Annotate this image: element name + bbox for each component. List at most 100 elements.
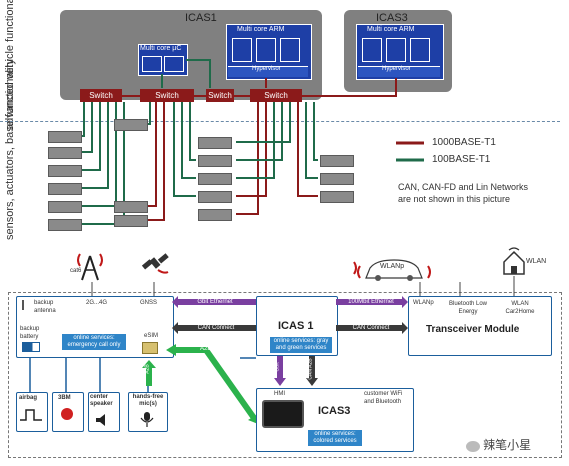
- legend-1000base: 1000BASE-T1: [432, 137, 496, 148]
- multicore-uc-label: Multi core µC: [140, 45, 182, 52]
- hmi-label: HMI: [274, 391, 285, 397]
- ecu-box: [320, 173, 354, 185]
- backup-antenna-icon: [22, 300, 32, 310]
- mbit-label: 100Mbit Ethernet: [348, 299, 394, 305]
- house-wifi-icon: [503, 247, 525, 275]
- hypervisor-icas1: [228, 66, 308, 77]
- mic-box: [128, 392, 168, 432]
- icas3-title: ICAS3: [376, 12, 408, 24]
- satellite-icon: [141, 253, 169, 274]
- can-a2b-down-arrow: [306, 356, 318, 386]
- watermark: 辣笔小星: [466, 436, 531, 453]
- transceiver-box: [408, 296, 552, 356]
- hmi-screen-icon: [262, 400, 304, 428]
- microphone-icon: [140, 412, 154, 427]
- speaker-label: center speaker: [90, 394, 113, 407]
- core-square: [142, 56, 162, 72]
- car-wlanp-label: WLANp: [380, 263, 405, 270]
- can-a2b-label: CAN A2B: [307, 358, 314, 380]
- can-connect-left-label: CAN Connect: [197, 325, 235, 331]
- pulse-icon: [20, 409, 42, 421]
- customer-wifi-label: customer WiFi and Bluetooth: [364, 391, 403, 405]
- speaker-icon: [96, 414, 105, 426]
- can-note-2: are not shown in this picture: [398, 194, 511, 204]
- esim-label: eSIM: [144, 333, 159, 339]
- mbit-arrow: [336, 296, 408, 308]
- backup-battery-label: backup battery: [20, 326, 40, 340]
- gnss-label: GNSS: [140, 300, 158, 306]
- can-connect-right-label: CAN Connect: [352, 325, 390, 331]
- ecu-box: [198, 173, 232, 185]
- ecu-box: [48, 219, 82, 231]
- gbit-short-label: Gbit: [274, 362, 281, 372]
- car-wlanp-icon: [353, 259, 431, 281]
- ecu-box: [320, 191, 354, 203]
- switch-3: Switch: [206, 89, 234, 102]
- hypervisor-icas3-label: Hypervisor: [382, 66, 411, 72]
- 3bm-label: 3BM: [58, 395, 71, 401]
- ecu-box: [114, 201, 148, 213]
- ecu-box: [48, 201, 82, 213]
- switch-4: Switch: [250, 89, 302, 102]
- ecu-box: [48, 147, 82, 159]
- ecu-box: [198, 191, 232, 203]
- ecu-box: [198, 137, 232, 149]
- ecu-box: [48, 131, 82, 143]
- legend-100base: 100BASE-T1: [432, 154, 491, 165]
- hypervisor-label: Hypervisor: [252, 66, 281, 72]
- backup-antenna-label: backup antenna: [34, 300, 56, 314]
- airbag-label: airbag: [19, 395, 38, 401]
- wlan-c2h-label: WLAN Car2Home: [505, 301, 535, 315]
- multicore-arm-icas3-label: Multi core ARM: [367, 26, 415, 33]
- esim-chip-icon: [142, 342, 158, 354]
- icas3-title-bottom: ICAS3: [318, 405, 351, 417]
- core-square: [362, 38, 382, 62]
- ecu-box: [198, 209, 232, 221]
- ecu-box: [114, 119, 148, 131]
- ecu-box: [48, 165, 82, 177]
- speaker-box: [88, 392, 120, 432]
- wechat-icon: [466, 440, 480, 452]
- gbit-down-arrow: [274, 356, 286, 386]
- emergency-services-label: online services: emergency call only: [62, 334, 126, 350]
- icas3-services-label: online services: colored services: [308, 430, 362, 446]
- switch-2: Switch: [140, 89, 194, 102]
- watermark-text: 辣笔小星: [483, 438, 532, 452]
- ecu-box: [114, 215, 148, 227]
- ecu-box: [198, 155, 232, 167]
- battery-icon: [22, 342, 40, 352]
- a2b-diagonal-arrows: [166, 344, 258, 424]
- ecu-box: [48, 183, 82, 195]
- core-square: [386, 38, 406, 62]
- core-square: [256, 38, 276, 62]
- can-connect-arrow-right: [336, 322, 408, 334]
- icas1-services-label: online services: gray and green services: [270, 337, 332, 353]
- core-square: [232, 38, 252, 62]
- multicore-arm-label: Multi core ARM: [237, 26, 285, 33]
- cell-tower-icon: [77, 253, 103, 281]
- top-wiring: [82, 59, 424, 225]
- transceiver-title: Transceiver Module: [426, 324, 520, 335]
- a2b-vertical-arrow: [142, 360, 156, 386]
- gbit-arrow: [172, 296, 256, 308]
- mic-label: hands-free mic(s): [132, 394, 164, 407]
- wlanp-label: WLANp: [413, 300, 434, 306]
- hypervisor-icas3: [358, 66, 440, 77]
- a2b-top-label: A2B: [200, 346, 212, 352]
- core-square: [410, 38, 430, 62]
- bt-label: Bluetooth Low Energy: [448, 301, 488, 315]
- gbit-label: Gbit Ethernet: [197, 299, 233, 305]
- vehicle-frame: [8, 292, 562, 458]
- airbag-box: [16, 392, 48, 432]
- cat6-label: cat6: [70, 268, 82, 274]
- sos-button-icon: [61, 408, 73, 420]
- switch-1: Switch: [80, 89, 122, 102]
- can-note-1: CAN, CAN-FD and Lin Networks: [398, 182, 529, 192]
- icas1-title: ICAS1: [185, 12, 217, 24]
- can-connect-arrow-left: [172, 322, 256, 334]
- core-square: [164, 56, 184, 72]
- core-square: [280, 38, 300, 62]
- a2b-bottom-label: A2B: [222, 412, 234, 418]
- ecu-box: [320, 155, 354, 167]
- icas1-title-bottom: ICAS 1: [278, 320, 314, 332]
